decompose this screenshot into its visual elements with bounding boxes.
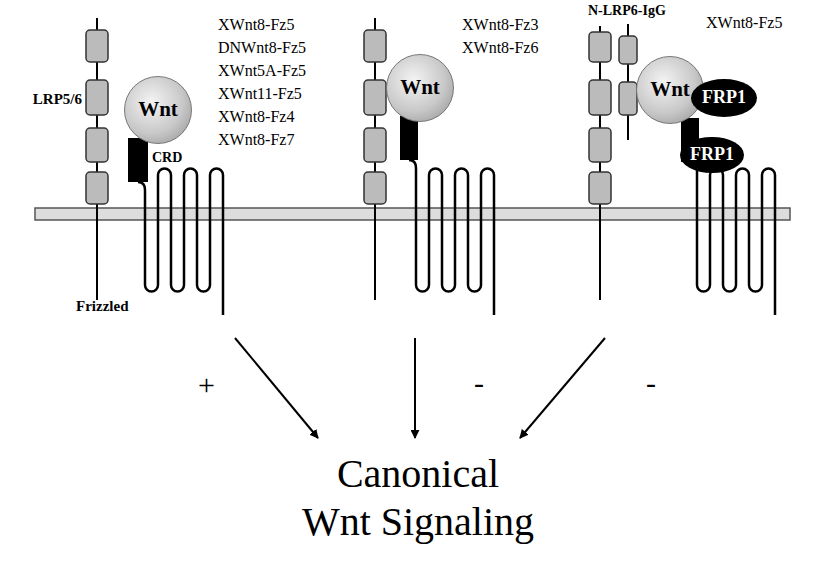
receptor-domain xyxy=(364,128,386,162)
combination-label: XWnt5A-Fz5 xyxy=(218,62,306,80)
receptor-domain xyxy=(364,30,386,62)
combination-label: XWnt8-Fz5 xyxy=(218,16,294,34)
signal-arrow xyxy=(520,338,605,438)
receptor-domain xyxy=(86,172,108,204)
receptor-domain xyxy=(589,172,611,204)
receptor-domain xyxy=(589,32,611,62)
receptor-domain xyxy=(86,80,108,115)
protein-name: FRP1 xyxy=(702,88,746,108)
effect-sign: - xyxy=(474,366,484,399)
crd-domain xyxy=(128,138,148,182)
frizzled-group xyxy=(138,160,775,315)
combination-label: XWnt8-Fz5 xyxy=(706,14,782,32)
ligand-name: Wnt xyxy=(400,76,440,99)
combination-label: XWnt8-Fz7 xyxy=(218,131,294,149)
combination-label: XWnt8-Fz4 xyxy=(218,108,294,126)
outcome-label: Wnt Signaling xyxy=(302,500,534,544)
frizzled-receptor xyxy=(690,162,775,315)
receptor-stalk xyxy=(599,26,601,300)
protein-name: FRP1 xyxy=(690,145,734,165)
receptor-label: Frizzled xyxy=(76,298,128,315)
wnt-ligand: Wnt xyxy=(386,54,454,122)
combination-label: XWnt8-Fz3 xyxy=(462,16,538,34)
frp1-protein: FRP1 xyxy=(680,137,744,173)
lrp-receptor xyxy=(86,18,108,300)
combination-label: XWnt8-Fz6 xyxy=(462,39,538,57)
cell-membrane xyxy=(35,208,790,220)
soluble-lrp6-fragment xyxy=(619,24,637,140)
receptor-domain xyxy=(619,36,637,64)
signal-arrow xyxy=(235,338,318,438)
receptor-domain xyxy=(364,80,386,115)
lrp-receptor xyxy=(364,18,386,300)
receptor-domain xyxy=(86,128,108,162)
ligand-name: Wnt xyxy=(650,78,690,101)
effect-sign: - xyxy=(646,366,656,399)
ligand-name: Wnt xyxy=(138,98,178,121)
combination-label: DNWnt8-Fz5 xyxy=(218,39,306,57)
combination-label: XWnt11-Fz5 xyxy=(218,85,302,103)
frp1-protein: FRP1 xyxy=(691,79,757,117)
effect-sign: + xyxy=(198,368,215,401)
lrp-receptor xyxy=(589,26,611,300)
receptor-label: LRP5/6 xyxy=(33,91,82,108)
receptor-domain xyxy=(86,30,108,62)
signal-arrow xyxy=(414,338,416,438)
crd-domain xyxy=(400,116,418,160)
receptor-domain xyxy=(589,80,611,115)
domain-label: CRD xyxy=(152,150,182,165)
outcome-label: Canonical xyxy=(337,452,499,496)
wnt-ligand: Wnt xyxy=(124,76,192,144)
receptor-domain xyxy=(589,128,611,162)
construct-label: N-LRP6-IgG xyxy=(588,3,666,18)
frizzled-receptor xyxy=(409,160,494,315)
receptor-domain xyxy=(364,172,386,204)
receptor-domain xyxy=(619,82,637,115)
frizzled-receptor xyxy=(138,169,223,315)
